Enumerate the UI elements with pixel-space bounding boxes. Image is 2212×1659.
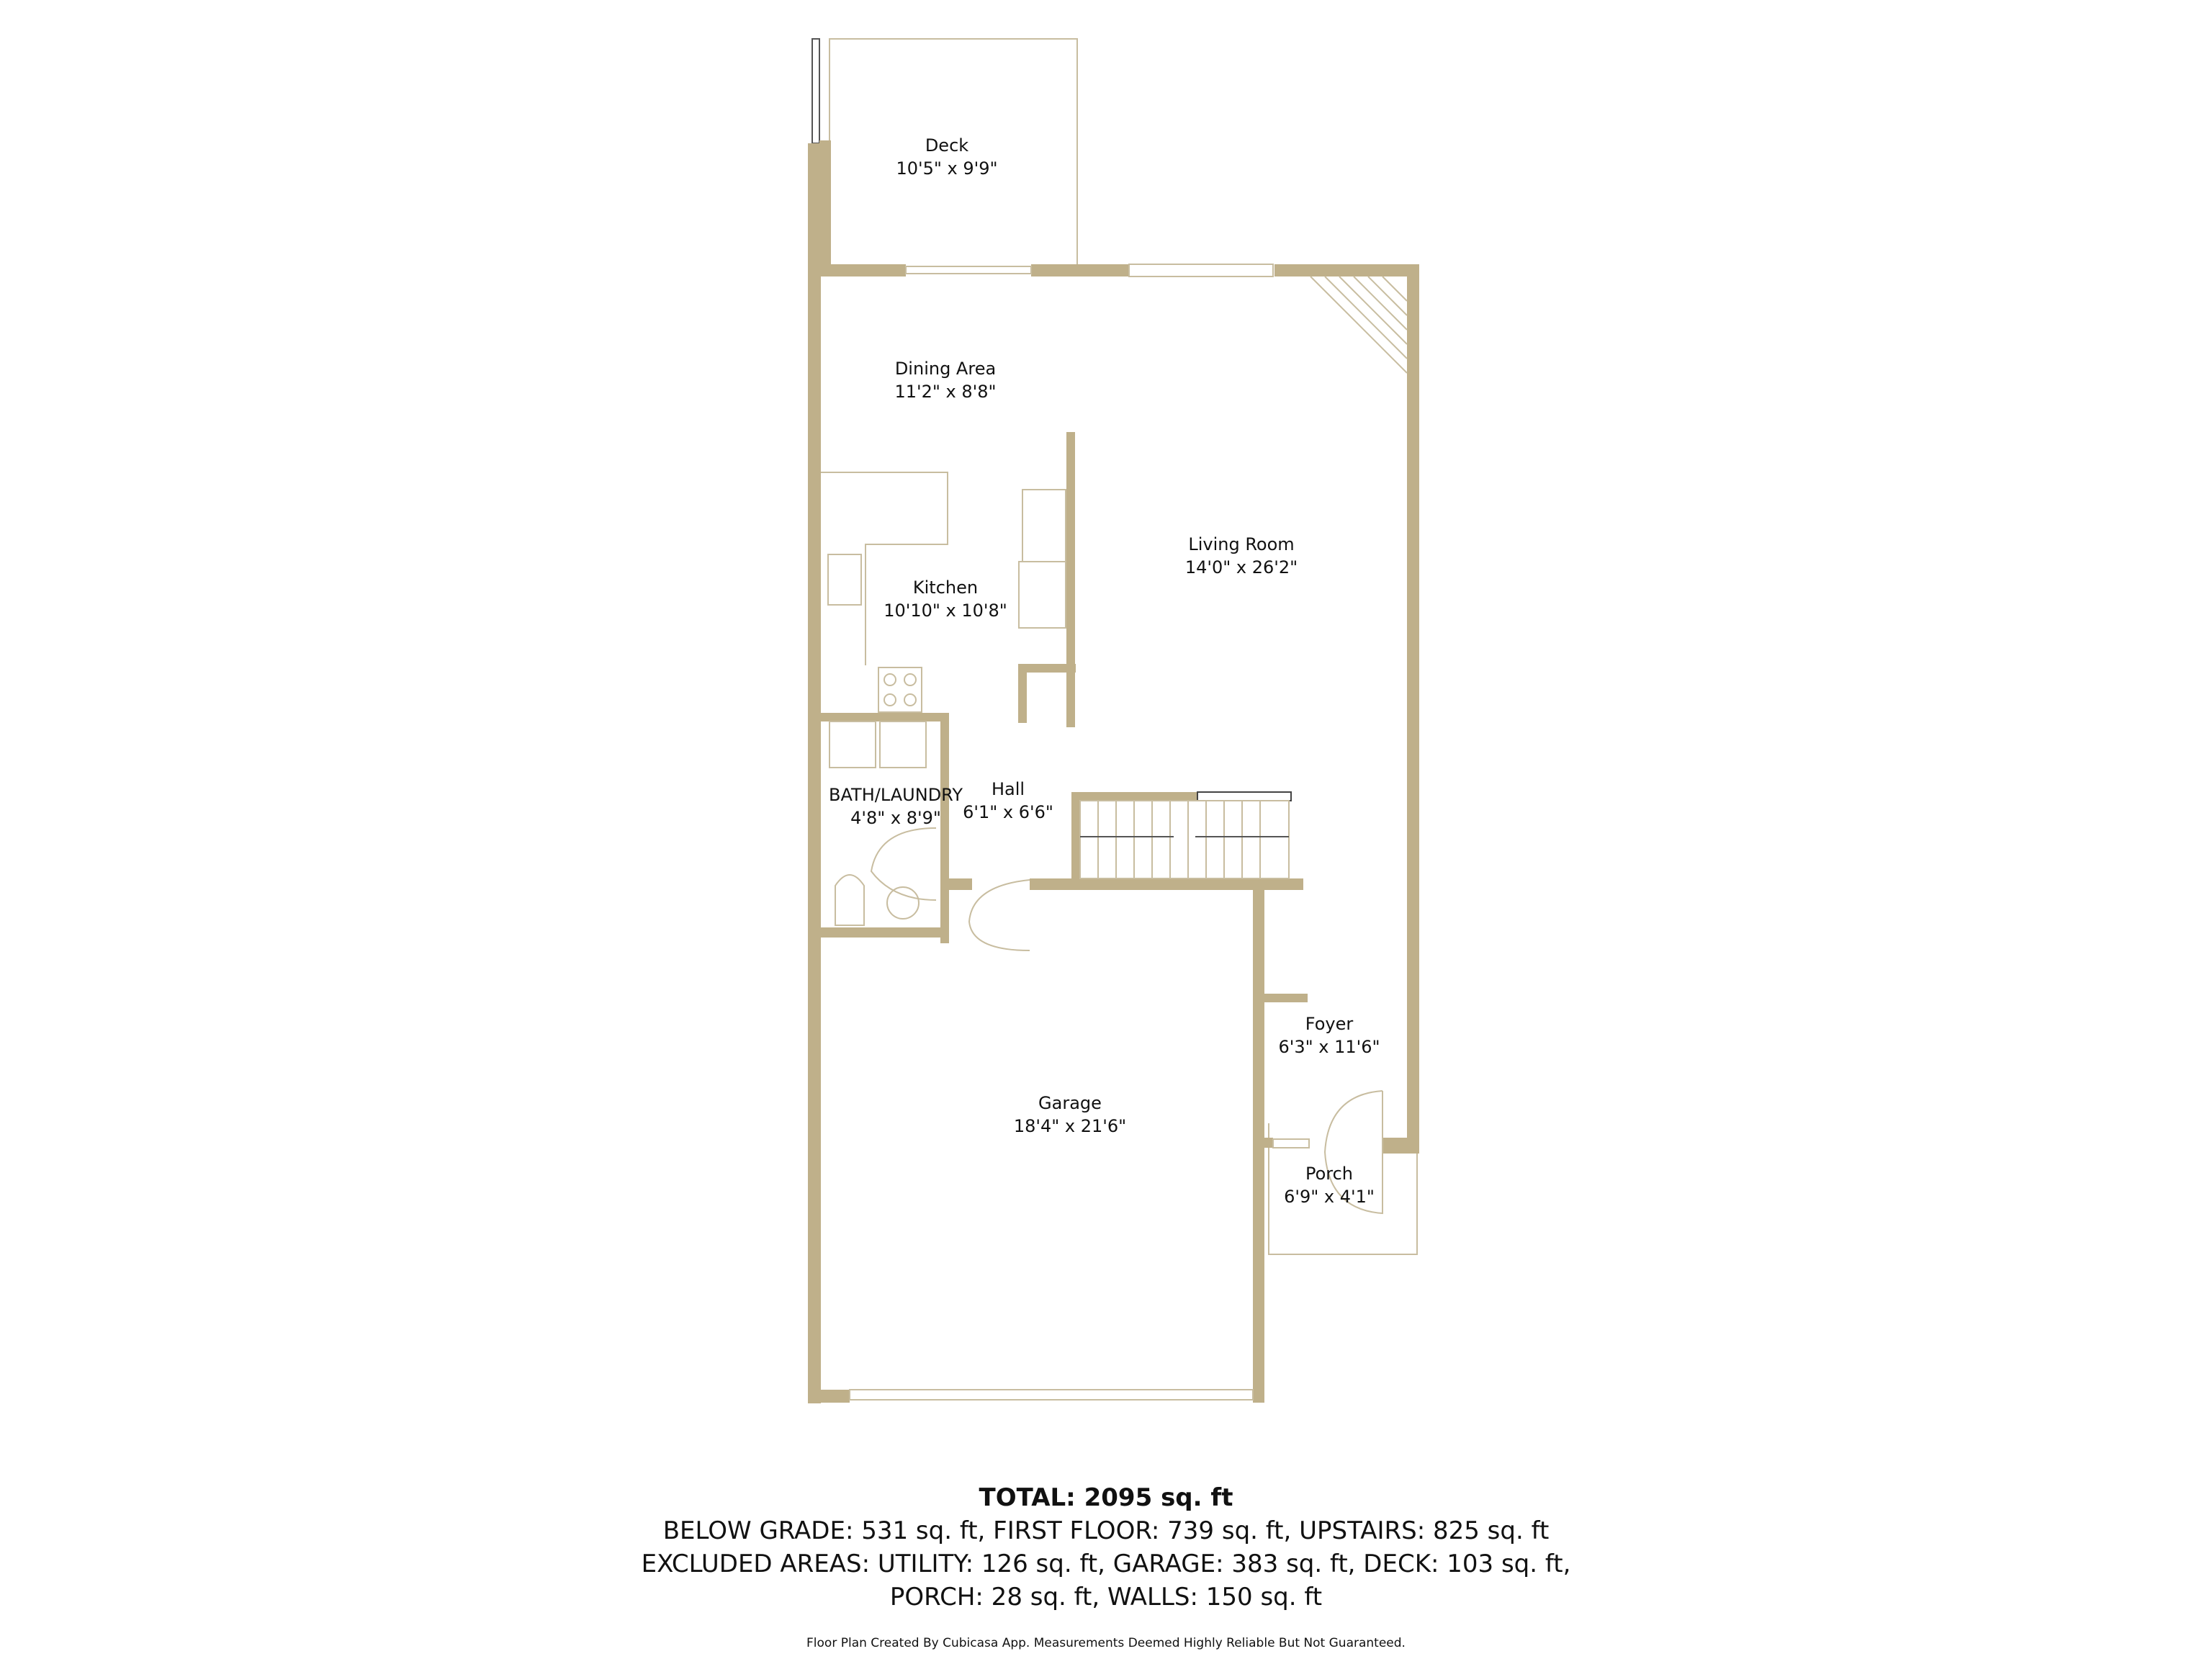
area-breakdown: BELOW GRADE: 531 sq. ft, FIRST FLOOR: 73… [662, 1516, 1550, 1545]
room-dims: 10'10" x 10'8" [884, 601, 1007, 621]
disclaimer: Floor Plan Created By Cubicasa App. Meas… [806, 1636, 1406, 1650]
washer [829, 721, 876, 768]
room-label-bath-laundry: BATH/LAUNDRY 4'8" x 8'9" [829, 783, 963, 830]
room-label-foyer: Foyer 6'3" x 11'6" [1278, 1012, 1380, 1059]
garage-door [849, 1389, 1254, 1401]
room-dims: 10'5" x 9'9" [896, 158, 998, 179]
room-label-dining-area: Dining Area 11'2" x 8'8" [894, 357, 996, 404]
room-dims: 6'3" x 11'6" [1278, 1037, 1380, 1058]
kitchen-stove [878, 667, 922, 713]
room-name: BATH/LAUNDRY [829, 785, 963, 805]
total-area: TOTAL: 2095 sq. ft [979, 1483, 1233, 1512]
room-name: Dining Area [894, 359, 997, 379]
room-dims: 4'8" x 8'9" [850, 808, 941, 829]
hall-door-swing [968, 879, 1030, 951]
toilet [835, 874, 865, 926]
room-label-living-room: Living Room 14'0" x 26'2" [1185, 533, 1298, 580]
porch-outline [1268, 1123, 1418, 1255]
front-door-swing [1323, 1090, 1383, 1215]
oven-cabinet [1018, 561, 1066, 629]
bath-door-swing [870, 827, 937, 901]
room-name: Kitchen [912, 577, 979, 598]
kitchen-sink [827, 554, 862, 606]
dryer [879, 721, 927, 768]
stairs [1079, 800, 1290, 879]
room-label-hall: Hall 6'1" x 6'6" [963, 778, 1053, 824]
deck-railing [811, 38, 820, 144]
room-label-deck: Deck 10'5" x 9'9" [896, 134, 997, 181]
excluded-areas-cont: PORCH: 28 sq. ft, WALLS: 150 sq. ft [889, 1583, 1323, 1611]
room-name: Hall [991, 779, 1025, 799]
fridge [1022, 489, 1066, 562]
sliding-door [905, 266, 1032, 274]
room-dims: 6'1" x 6'6" [963, 802, 1053, 823]
room-label-kitchen: Kitchen 10'10" x 10'8" [884, 576, 1007, 623]
room-dims: 6'9" x 4'1" [1284, 1187, 1375, 1208]
stair-railing [1197, 791, 1292, 801]
room-dims: 18'4" x 21'6" [1013, 1116, 1127, 1137]
room-name: Living Room [1188, 534, 1295, 554]
room-name: Deck [925, 135, 969, 156]
kitchen-counter [821, 472, 948, 665]
room-label-garage: Garage 18'4" x 21'6" [1014, 1092, 1126, 1138]
room-label-porch: Porch 6'9" x 4'1" [1284, 1162, 1375, 1209]
room-dims: 11'2" x 8'8" [894, 382, 997, 403]
porch-window [1272, 1138, 1310, 1148]
room-name: Porch [1305, 1164, 1354, 1184]
excluded-areas: EXCLUDED AREAS: UTILITY: 126 sq. ft, GAR… [641, 1550, 1571, 1578]
room-name: Garage [1038, 1093, 1102, 1113]
walls [808, 140, 1419, 1403]
sink [886, 886, 920, 920]
room-dims: 14'0" x 26'2" [1184, 557, 1298, 578]
room-name: Foyer [1305, 1014, 1354, 1034]
window-top [1128, 264, 1274, 277]
fireplace-hatch [1310, 276, 1408, 374]
